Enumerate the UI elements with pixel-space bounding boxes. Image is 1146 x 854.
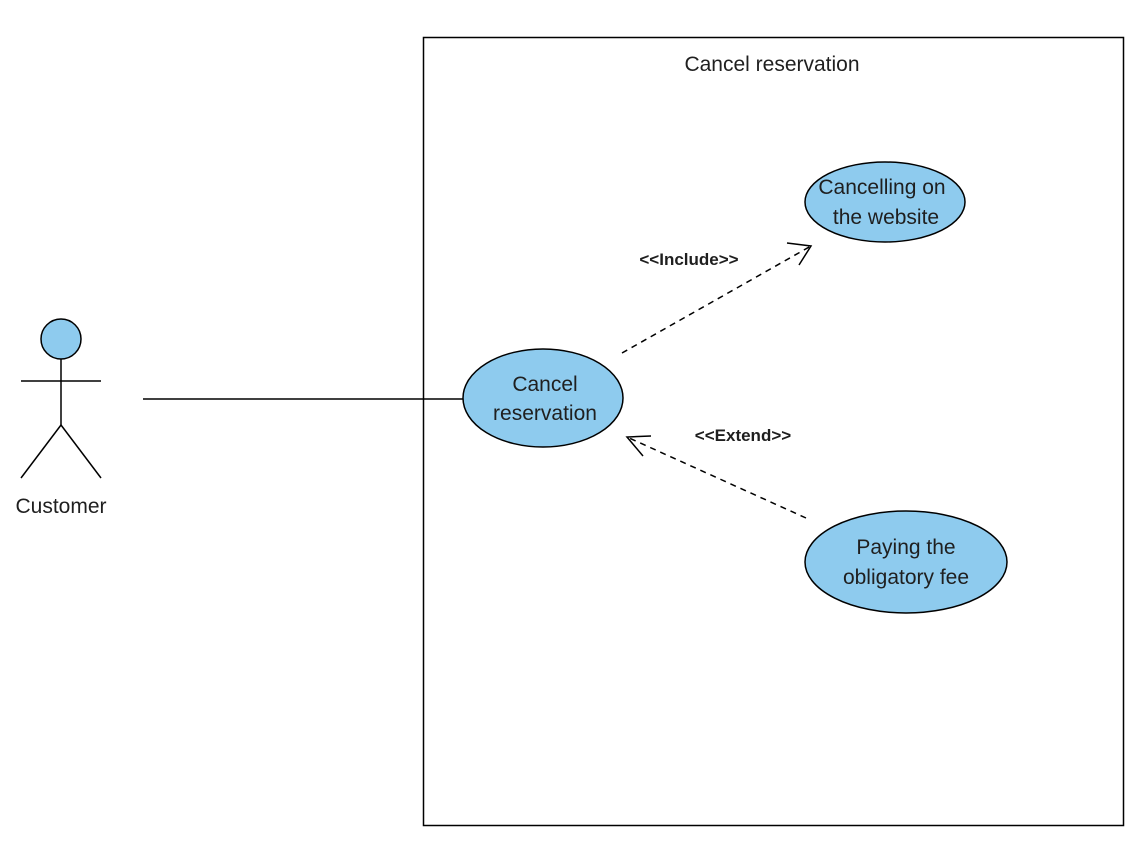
- use-case-cancel-reservation[interactable]: Cancel reservation: [462, 348, 624, 448]
- use-case-ellipse: [462, 348, 624, 448]
- actor-right-leg: [60, 424, 102, 479]
- extend-arrowhead: [625, 435, 652, 457]
- actor-customer[interactable]: Customer: [15, 318, 107, 518]
- actor-name: Customer: [15, 495, 106, 518]
- use-case-cancelling-website[interactable]: Cancelling on the website: [804, 161, 966, 243]
- use-case-label-line2: reservation: [493, 402, 597, 425]
- use-case-label-line1: Paying the: [856, 536, 955, 559]
- extend-label: <<Extend>>: [695, 426, 791, 445]
- actor-left-leg: [20, 424, 62, 479]
- extend-relationship[interactable]: <<Extend>>: [625, 426, 807, 519]
- include-line: [621, 245, 812, 354]
- use-case-label-line2: the website: [833, 206, 939, 229]
- actor-head: [40, 318, 82, 360]
- include-relationship[interactable]: <<Include>>: [621, 242, 813, 354]
- use-case-ellipse: [804, 510, 1008, 614]
- include-label: <<Include>>: [639, 250, 738, 269]
- use-case-ellipse: [804, 161, 966, 243]
- include-arrowhead: [786, 242, 813, 266]
- use-case-label-line2: obligatory fee: [843, 566, 969, 589]
- system-title: Cancel reservation: [684, 53, 859, 76]
- use-case-paying-fee[interactable]: Paying the obligatory fee: [804, 510, 1008, 614]
- use-case-label-line1: Cancelling on: [818, 176, 945, 199]
- use-case-label-line1: Cancel: [512, 373, 577, 396]
